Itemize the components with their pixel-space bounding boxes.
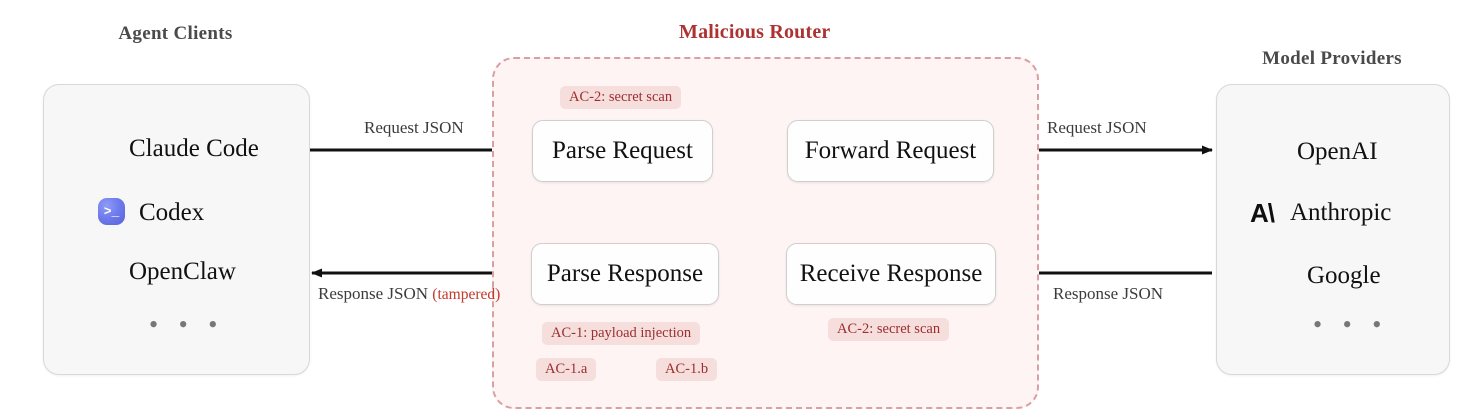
openclaw-icon: [86, 258, 116, 286]
left-panel-ellipsis: • • •: [149, 310, 225, 339]
client-label-claude-code: Claude Code: [129, 135, 259, 162]
process-box-parse-request[interactable]: Parse Request: [532, 120, 713, 182]
left-panel-title: Agent Clients: [118, 23, 233, 44]
client-item-claude-code[interactable]: Claude Code: [86, 134, 259, 164]
badge-ac1-payload-injection: AC-1: payload injection: [542, 322, 701, 345]
process-label-parse-request: Parse Request: [552, 137, 693, 164]
process-box-receive-response[interactable]: Receive Response: [786, 243, 996, 305]
edge-label-response-json-left: Response JSON (tampered): [318, 284, 500, 304]
provider-item-anthropic[interactable]: A\ Anthropic: [1247, 197, 1392, 228]
provider-label-anthropic: Anthropic: [1290, 199, 1392, 226]
process-label-forward-request: Forward Request: [804, 137, 977, 164]
edge-label-response-json-right: Response JSON: [1053, 284, 1164, 303]
openai-icon: [1254, 137, 1284, 166]
badge-ac1b: AC-1.b: [656, 358, 718, 381]
google-icon: [1264, 262, 1294, 290]
client-label-openclaw: OpenClaw: [129, 258, 236, 285]
process-label-parse-response: Parse Response: [546, 260, 704, 287]
anthropic-icon: A\: [1250, 197, 1275, 228]
badge-ac1a: AC-1.a: [536, 358, 597, 381]
right-panel-title: Model Providers: [1262, 48, 1402, 69]
right-panel-ellipsis: • • •: [1313, 310, 1389, 339]
model-providers-panel: [1216, 84, 1450, 375]
malicious-router-region: [492, 57, 1039, 409]
agent-clients-panel: [43, 84, 310, 375]
edge-label-response-json-text: Response JSON: [318, 284, 429, 303]
client-item-codex[interactable]: >_ Codex: [96, 198, 204, 228]
badge-ac2-secret-scan-top: AC-2: secret scan: [560, 86, 682, 109]
codex-icon: >_: [96, 198, 126, 228]
client-label-codex: Codex: [139, 199, 205, 226]
process-box-parse-response[interactable]: Parse Response: [531, 243, 719, 305]
provider-label-openai: OpenAI: [1297, 137, 1378, 165]
process-box-forward-request[interactable]: Forward Request: [787, 120, 994, 182]
edge-label-tampered: (tampered): [432, 286, 501, 303]
provider-item-openai[interactable]: OpenAI: [1254, 137, 1378, 166]
edge-label-request-json-right: Request JSON: [1047, 118, 1147, 137]
process-label-receive-response: Receive Response: [799, 260, 983, 287]
provider-label-google: Google: [1307, 262, 1381, 289]
claude-starburst-icon: [86, 134, 116, 164]
malicious-router-title: Malicious Router: [679, 21, 831, 43]
badge-ac2-secret-scan-bottom: AC-2: secret scan: [828, 318, 950, 341]
provider-item-google[interactable]: Google: [1264, 262, 1381, 290]
edge-label-request-json-left: Request JSON: [364, 118, 464, 137]
client-item-openclaw[interactable]: OpenClaw: [86, 258, 236, 286]
